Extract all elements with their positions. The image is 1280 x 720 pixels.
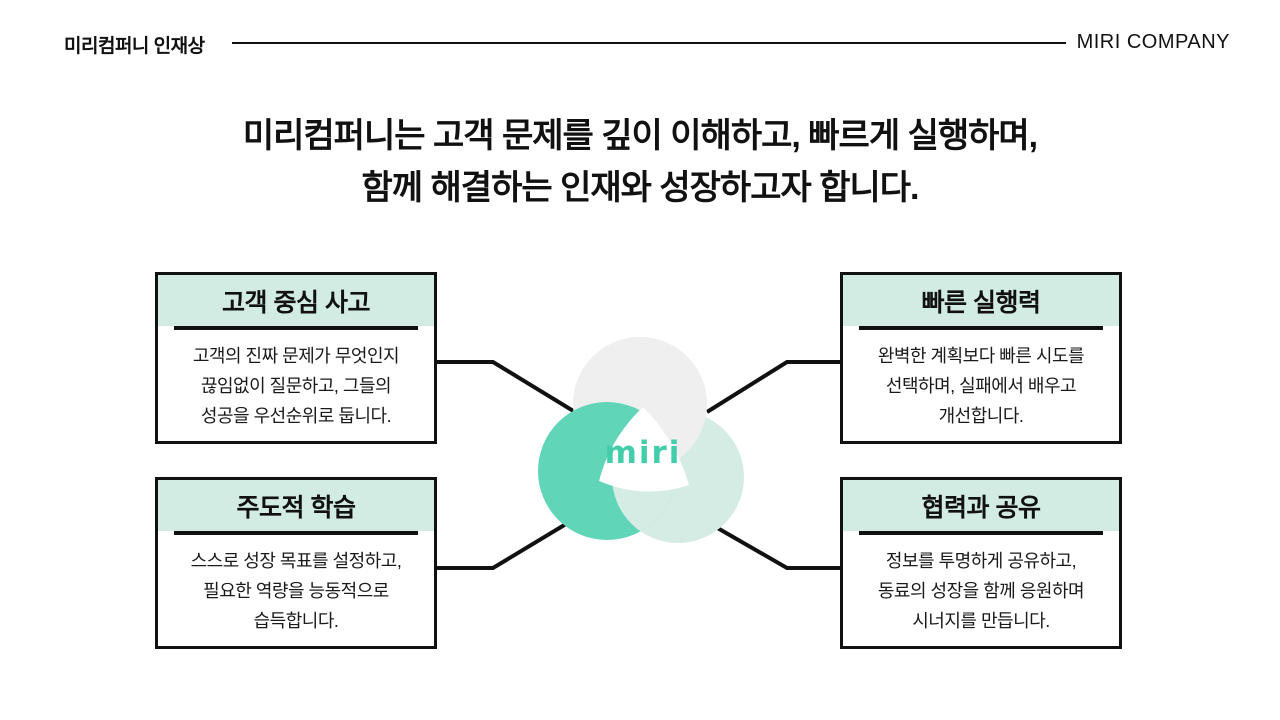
value-box-divider: [174, 531, 418, 535]
logo-wordmark: miri: [605, 435, 682, 471]
connector-bottom-left: [437, 522, 568, 570]
description-line: 동료의 성장을 함께 응원하며: [877, 581, 1085, 601]
description-line: 개선합니다.: [938, 406, 1024, 426]
value-box-description: 정보를 투명하게 공유하고, 동료의 성장을 함께 응원하며 시너지를 만듭니다…: [843, 535, 1119, 636]
value-box-divider: [859, 326, 1103, 330]
description-line: 끊임없이 질문하고, 그들의: [200, 376, 392, 396]
value-box-description: 고객의 진짜 문제가 무엇인지 끊임없이 질문하고, 그들의 성공을 우선순위로…: [158, 330, 434, 431]
value-box-customer-focus: 고객 중심 사고 고객의 진짜 문제가 무엇인지 끊임없이 질문하고, 그들의 …: [155, 272, 437, 444]
value-box-title: 고객 중심 사고: [158, 275, 434, 326]
connector-top-left: [437, 360, 577, 414]
description-line: 정보를 투명하게 공유하고,: [885, 551, 1077, 571]
description-line: 필요한 역량을 능동적으로: [203, 581, 389, 601]
connector-top-right: [705, 360, 843, 414]
slide-title-line1: 미리컴퍼니는 고객 문제를 깊이 이해하고, 빠르게 실행하며,: [242, 117, 1038, 155]
slide-topic-label: 미리컴퍼니 인재상: [64, 36, 205, 57]
value-box-title: 협력과 공유: [843, 480, 1119, 531]
description-line: 선택하며, 실패에서 배우고: [885, 376, 1077, 396]
value-box-collaboration-sharing: 협력과 공유 정보를 투명하게 공유하고, 동료의 성장을 함께 응원하며 시너…: [840, 477, 1122, 649]
value-box-divider: [174, 326, 418, 330]
description-line: 스스로 성장 목표를 설정하고,: [190, 551, 402, 571]
slide-title: 미리컴퍼니는 고객 문제를 깊이 이해하고, 빠르게 실행하며, 함께 해결하는…: [0, 110, 1280, 214]
company-name: MIRI COMPANY: [1076, 31, 1230, 53]
logo-center-blob: [599, 407, 689, 492]
description-line: 시너지를 만듭니다.: [912, 611, 1050, 631]
value-box-title: 빠른 실행력: [843, 275, 1119, 326]
header-divider-line: [232, 42, 1066, 44]
description-line: 완벽한 계획보다 빠른 시도를: [877, 346, 1085, 366]
value-box-divider: [859, 531, 1103, 535]
value-box-fast-execution: 빠른 실행력 완벽한 계획보다 빠른 시도를 선택하며, 실패에서 배우고 개선…: [840, 272, 1122, 444]
slide-title-line2: 함께 해결하는 인재와 성장하고자 합니다.: [361, 169, 920, 207]
connector-bottom-right: [713, 524, 843, 570]
value-box-description: 완벽한 계획보다 빠른 시도를 선택하며, 실패에서 배우고 개선합니다.: [843, 330, 1119, 431]
value-box-title: 주도적 학습: [158, 480, 434, 531]
miri-logo: miri: [538, 337, 744, 543]
value-box-description: 스스로 성장 목표를 설정하고, 필요한 역량을 능동적으로 습득합니다.: [158, 535, 434, 636]
description-line: 습득합니다.: [253, 611, 339, 631]
description-line: 고객의 진짜 문제가 무엇인지: [192, 346, 400, 366]
value-box-proactive-learning: 주도적 학습 스스로 성장 목표를 설정하고, 필요한 역량을 능동적으로 습득…: [155, 477, 437, 649]
description-line: 성공을 우선순위로 둡니다.: [200, 406, 392, 426]
